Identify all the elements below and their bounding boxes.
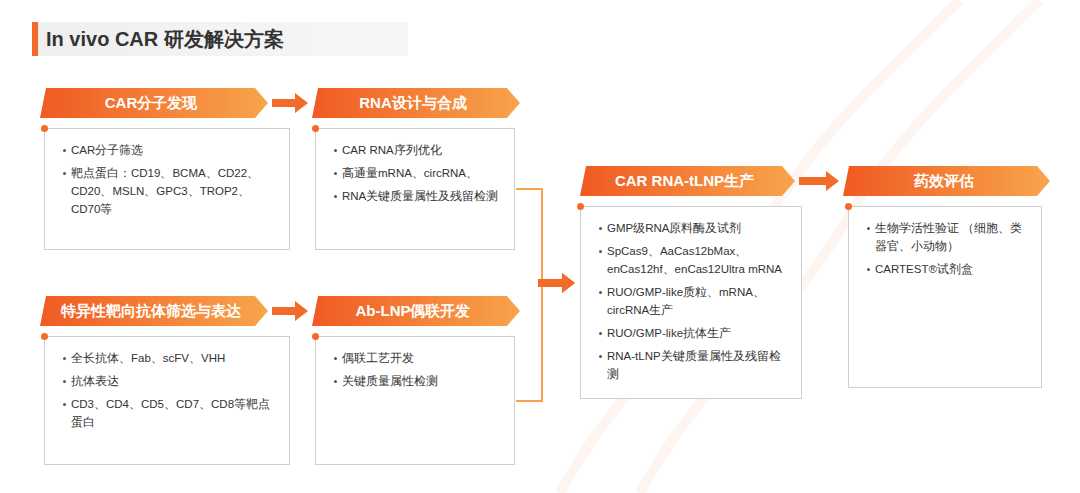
bullet-dot bbox=[599, 355, 602, 358]
bullet-item: 全长抗体、Fab、scFV、VHH bbox=[63, 349, 279, 367]
bullet-item: RNA关键质量属性及残留检测 bbox=[334, 187, 504, 205]
process-stage: Ab-LNP偶联开发偶联工艺开发关键质量属性检测 bbox=[312, 296, 520, 465]
bullet-dot bbox=[63, 403, 66, 406]
title: In vivo CAR 研发解决方案 bbox=[46, 22, 284, 56]
bullet-dot bbox=[334, 195, 337, 198]
process-stage: 特异性靶向抗体筛选与表达全长抗体、Fab、scFV、VHH 抗体表达 CD3、CD4… bbox=[40, 296, 290, 465]
flow-arrow-shape bbox=[272, 301, 308, 321]
bullet-dot bbox=[599, 227, 602, 230]
flow-arrow-shape bbox=[538, 273, 575, 293]
bullet-text: 高通量mRNA、circRNA、 bbox=[342, 167, 478, 179]
bullet-dot bbox=[599, 250, 602, 253]
bullet-item: 高通量mRNA、circRNA、 bbox=[334, 164, 504, 182]
bullet-text: 偶联工艺开发 bbox=[342, 352, 414, 364]
bullet-item: CARTEST®试剂盒 bbox=[867, 260, 1031, 278]
merge-line bbox=[516, 283, 542, 401]
bullet-text: GMP级RNA原料酶及试剂 bbox=[607, 222, 741, 234]
bullet-text: RUO/GMP-like质粒、mRNA、circRNA生产 bbox=[607, 286, 765, 316]
stage-box: 全长抗体、Fab、scFV、VHH 抗体表达 CD3、CD4、CD5、CD7、CD8… bbox=[44, 336, 290, 465]
stage-banner: CAR分子发现 bbox=[40, 88, 268, 118]
stage-banner: CAR RNA-tLNP生产 bbox=[580, 166, 795, 196]
stage-banner: 特异性靶向抗体筛选与表达 bbox=[40, 296, 268, 326]
stage-heading: CAR RNA-tLNP生产 bbox=[607, 172, 768, 191]
bullet-text: 全长抗体、Fab、scFV、VHH bbox=[71, 352, 225, 364]
bullet-item: 偶联工艺开发 bbox=[334, 349, 504, 367]
flow-arrow-shape bbox=[538, 273, 575, 293]
stage-banner: 药效评估 bbox=[843, 166, 1050, 196]
bullet-item: SpCas9、AaCas12bMax、enCas12hf、enCas12Ultr… bbox=[599, 242, 791, 278]
corner-dot bbox=[41, 333, 48, 340]
flow-arrow-shape bbox=[272, 93, 308, 113]
corner-dot bbox=[312, 333, 319, 340]
bullet-item: RUO/GMP-like质粒、mRNA、circRNA生产 bbox=[599, 283, 791, 319]
stage-heading: 药效评估 bbox=[906, 172, 988, 191]
corner-dot bbox=[577, 203, 584, 210]
bullet-item: CAR RNA序列优化 bbox=[334, 141, 504, 159]
process-stage: CAR分子发现 CAR分子筛选靶点蛋白：CD19、BCMA、CD22、CD20、M… bbox=[40, 88, 290, 250]
corner-dot bbox=[312, 125, 319, 132]
flow-arrow bbox=[272, 301, 308, 321]
stage-heading: Ab-LNP偶联开发 bbox=[348, 302, 485, 321]
stage-box: CAR分子筛选靶点蛋白：CD19、BCMA、CD22、CD20、MSLN、GPC… bbox=[44, 128, 290, 250]
title-accent bbox=[32, 22, 38, 56]
bullet-dot bbox=[334, 172, 337, 175]
stage-heading: RNA设计与合成 bbox=[351, 94, 481, 113]
process-stage: 药效评估生物学活性验证 （细胞、类器官、小动物） CARTEST®试剂盒 bbox=[843, 166, 1050, 388]
bullet-dot bbox=[334, 380, 337, 383]
bullet-text: RNA关键质量属性及残留检测 bbox=[342, 190, 498, 202]
process-stage: RNA设计与合成 CAR RNA序列优化高通量mRNA、circRNA、 RNA关键… bbox=[312, 88, 520, 250]
stage-heading: 特异性靶向抗体筛选与表达 bbox=[53, 302, 255, 321]
process-stage: CAR RNA-tLNP生产 GMP级RNA原料酶及试剂 SpCas9、AaCas1… bbox=[580, 166, 802, 399]
stage-banner: RNA设计与合成 bbox=[312, 88, 520, 118]
flow-arrow-shape bbox=[799, 171, 839, 191]
bullet-dot bbox=[599, 332, 602, 335]
bullet-item: RUO/GMP-like抗体生产 bbox=[599, 324, 791, 342]
bullet-dot bbox=[599, 291, 602, 294]
bullet-dot bbox=[867, 227, 870, 230]
stage-heading: CAR分子发现 bbox=[97, 94, 212, 113]
bullet-item: RNA-tLNP关键质量属性及残留检测 bbox=[599, 347, 791, 383]
bullet-text: 抗体表达 bbox=[71, 375, 119, 387]
bullet-text: RNA-tLNP关键质量属性及残留检测 bbox=[607, 350, 781, 380]
corner-dot bbox=[845, 203, 852, 210]
bullet-item: CAR分子筛选 bbox=[63, 141, 279, 159]
bullet-text: SpCas9、AaCas12bMax、enCas12hf、enCas12Ultr… bbox=[607, 245, 782, 275]
bullet-dot bbox=[334, 149, 337, 152]
title-band: In vivo CAR 研发解决方案 bbox=[32, 22, 408, 56]
bullet-dot bbox=[63, 172, 66, 175]
stage-box: 偶联工艺开发关键质量属性检测 bbox=[315, 336, 515, 465]
flow-arrow bbox=[516, 189, 575, 293]
bullet-dot bbox=[867, 268, 870, 271]
flow-arrow bbox=[516, 273, 575, 401]
stage-banner: Ab-LNP偶联开发 bbox=[312, 296, 520, 326]
bullet-item: 生物学活性验证 （细胞、类器官、小动物） bbox=[867, 219, 1031, 255]
stage-box: 生物学活性验证 （细胞、类器官、小动物） CARTEST®试剂盒 bbox=[848, 206, 1042, 388]
bullet-text: CD3、CD4、CD5、CD7、CD8等靶点蛋白 bbox=[71, 398, 270, 428]
flow-arrow bbox=[272, 93, 308, 113]
merge-line bbox=[516, 189, 542, 283]
bullet-text: RUO/GMP-like抗体生产 bbox=[607, 327, 731, 339]
bullet-item: 靶点蛋白：CD19、BCMA、CD22、CD20、MSLN、GPC3、TROP2… bbox=[63, 164, 279, 218]
bullet-dot bbox=[334, 357, 337, 360]
bullet-text: 靶点蛋白：CD19、BCMA、CD22、CD20、MSLN、GPC3、TROP2… bbox=[71, 167, 259, 215]
bullet-text: CAR分子筛选 bbox=[71, 144, 143, 156]
stage-box: GMP级RNA原料酶及试剂 SpCas9、AaCas12bMax、enCas12h… bbox=[580, 206, 802, 399]
bullet-text: 关键质量属性检测 bbox=[342, 375, 438, 387]
bullet-item: GMP级RNA原料酶及试剂 bbox=[599, 219, 791, 237]
corner-dot bbox=[41, 125, 48, 132]
stage-box: CAR RNA序列优化高通量mRNA、circRNA、 RNA关键质量属性及残留检… bbox=[315, 128, 515, 250]
bullet-dot bbox=[63, 380, 66, 383]
flow-arrow bbox=[799, 171, 839, 191]
bullet-text: CAR RNA序列优化 bbox=[342, 144, 442, 156]
bullet-text: 生物学活性验证 （细胞、类器官、小动物） bbox=[875, 222, 1022, 252]
bullet-item: 抗体表达 bbox=[63, 372, 279, 390]
bullet-dot bbox=[63, 149, 66, 152]
bullet-dot bbox=[63, 357, 66, 360]
bullet-item: 关键质量属性检测 bbox=[334, 372, 504, 390]
bullet-item: CD3、CD4、CD5、CD7、CD8等靶点蛋白 bbox=[63, 395, 279, 431]
bullet-text: CARTEST®试剂盒 bbox=[875, 263, 973, 275]
